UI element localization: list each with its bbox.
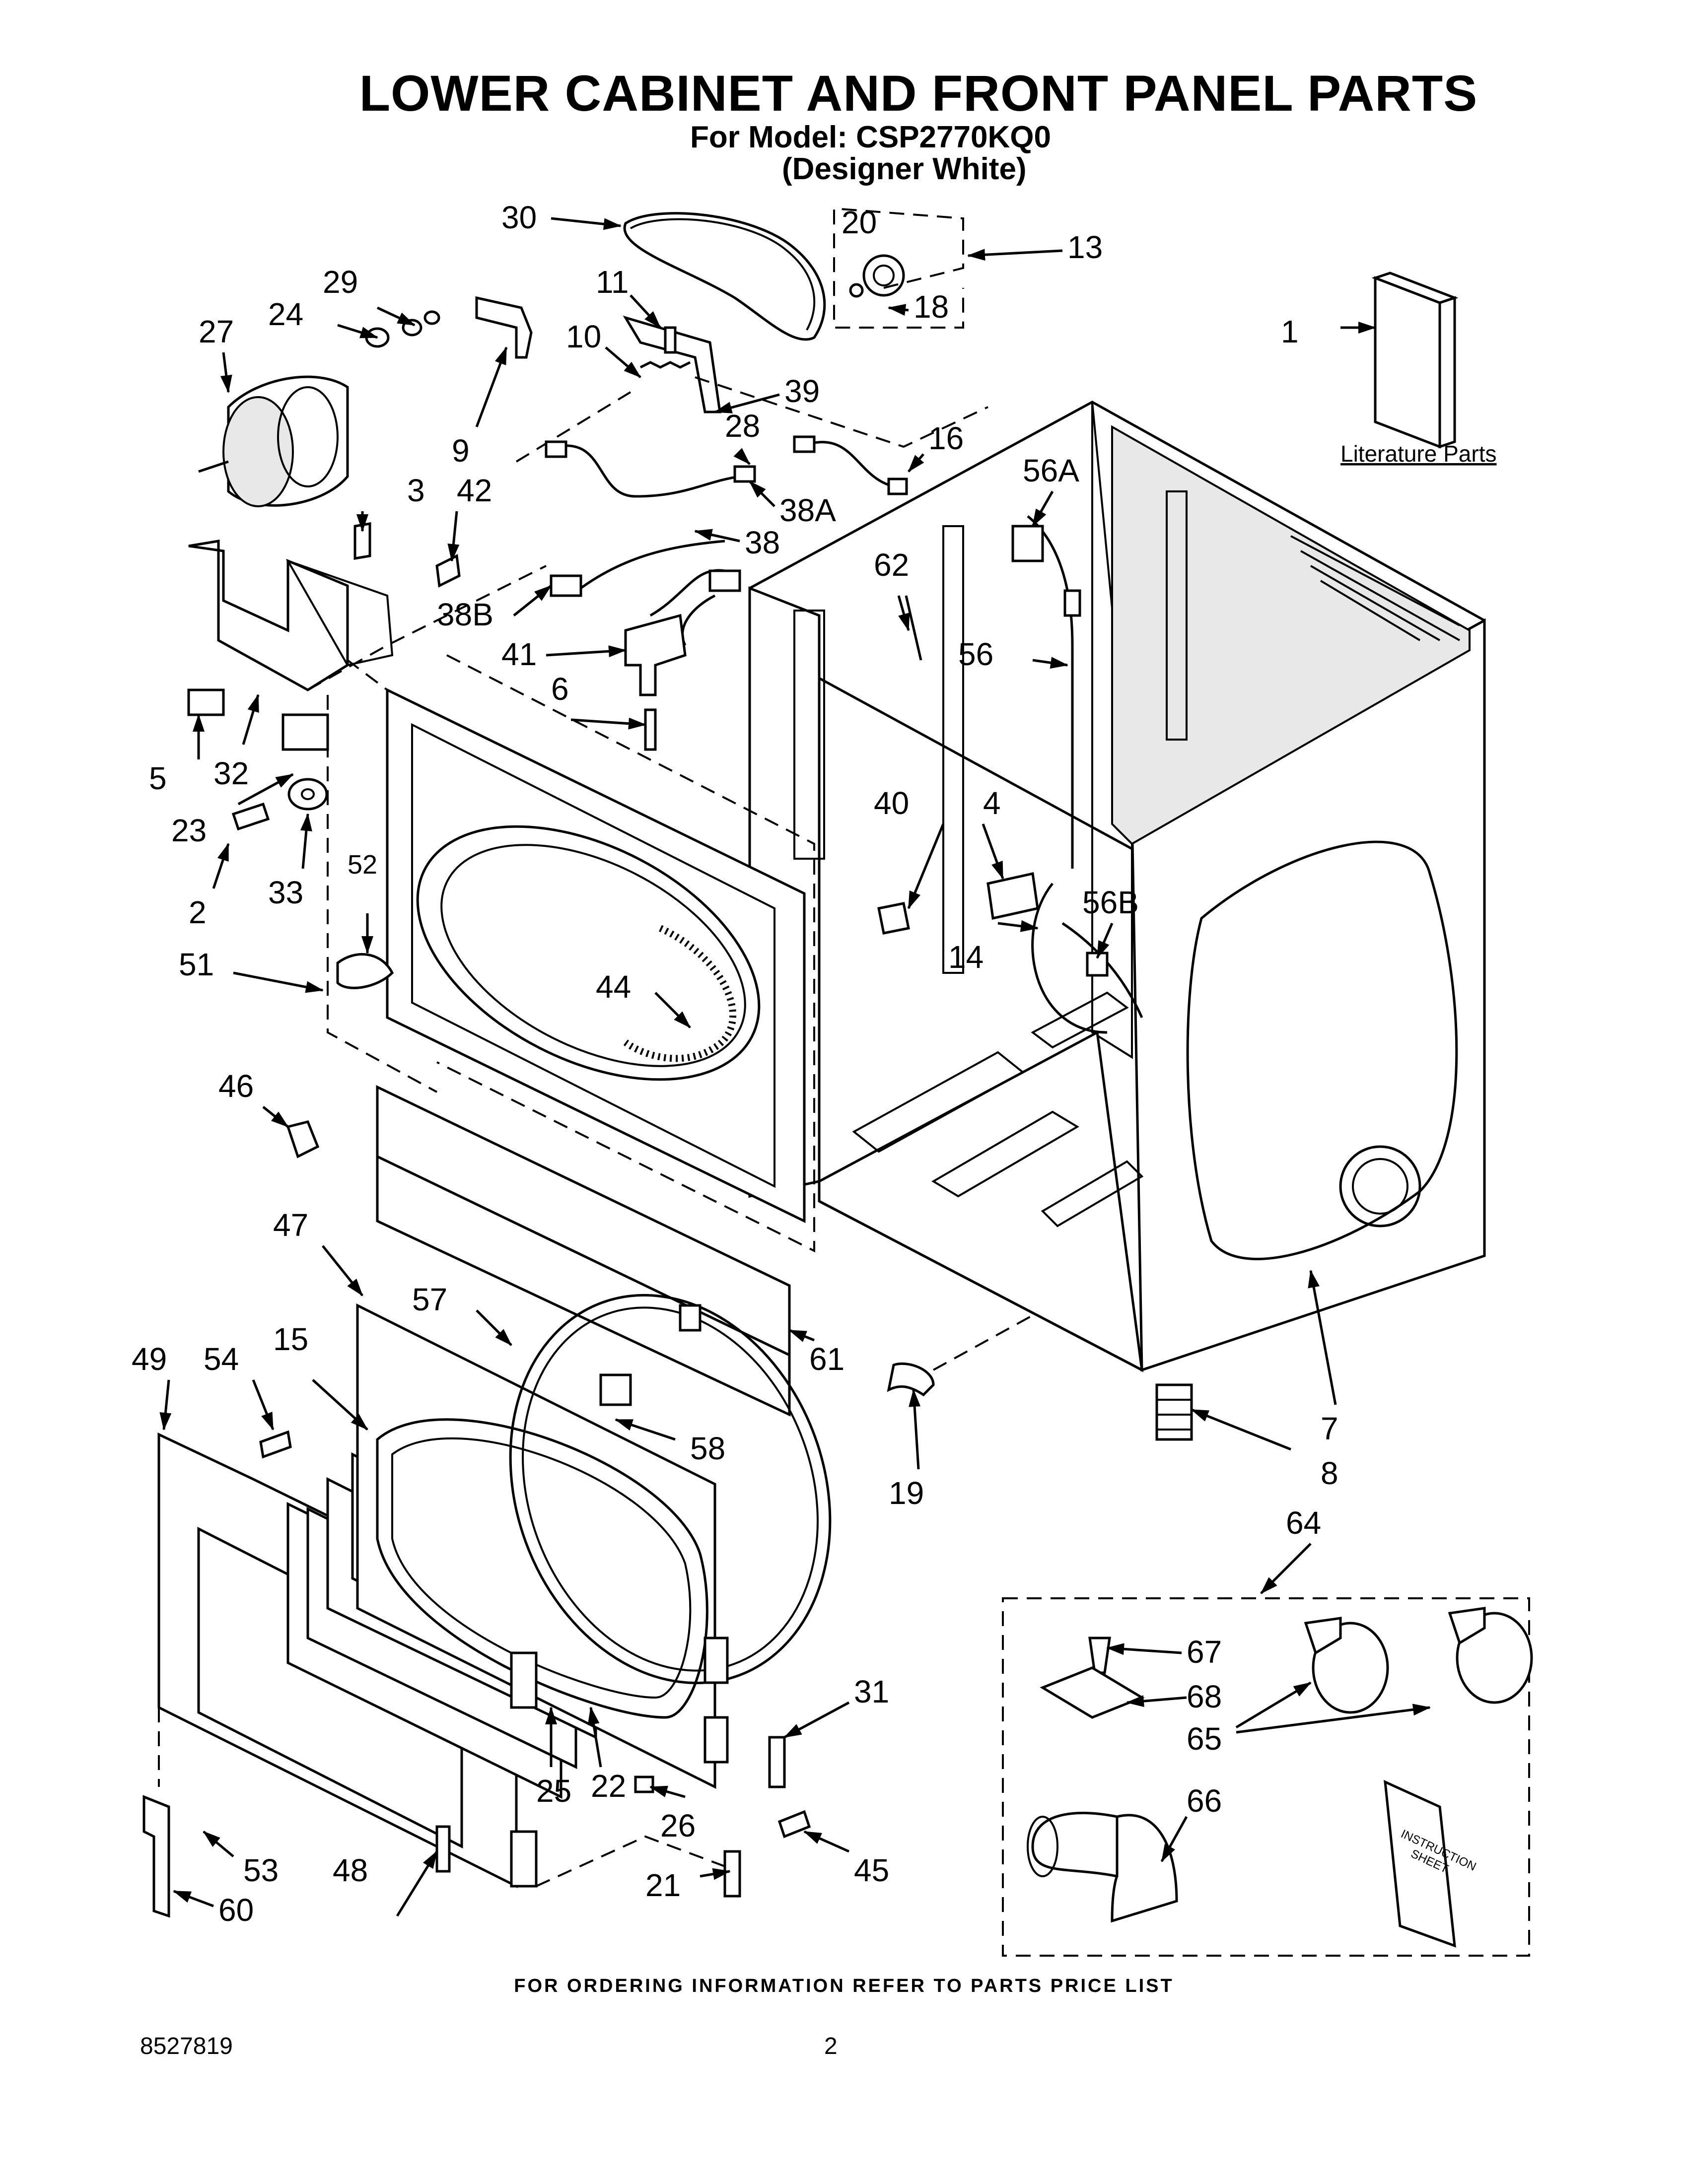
callout-57: 57 xyxy=(412,1282,447,1317)
callout-47: 47 xyxy=(273,1207,308,1243)
callout-56B: 56B xyxy=(1082,885,1139,920)
callout-52: 52 xyxy=(348,850,377,880)
model-info: For Model: CSP2770KQ0 (Designer White) xyxy=(690,122,1051,185)
front-panel xyxy=(327,644,815,1253)
callout-2: 2 xyxy=(189,894,207,930)
page-number: 2 xyxy=(824,2033,838,2059)
callout-67: 67 xyxy=(1187,1634,1222,1670)
callout-24: 24 xyxy=(268,296,303,332)
callout-27: 27 xyxy=(199,314,234,349)
callout-25: 25 xyxy=(536,1773,571,1809)
ordering-note: FOR ORDERING INFORMATION REFER TO PARTS … xyxy=(514,1976,1174,1996)
callout-22: 22 xyxy=(591,1768,626,1804)
callout-60: 60 xyxy=(218,1892,254,1928)
callout-11: 11 xyxy=(596,264,629,300)
callout-14: 14 xyxy=(948,939,984,975)
leader-lines xyxy=(159,217,1431,1917)
literature-label: Literature Parts xyxy=(1340,441,1496,467)
callout-13: 13 xyxy=(1067,229,1103,265)
toe-panel xyxy=(376,1085,791,1417)
page-title: LOWER CABINET AND FRONT PANEL PARTS xyxy=(359,65,1478,122)
callout-6: 6 xyxy=(551,671,569,707)
callout-56A: 56A xyxy=(1023,453,1079,488)
callout-42: 42 xyxy=(457,473,492,508)
callout-53: 53 xyxy=(243,1852,279,1888)
callout-1: 1 xyxy=(1281,314,1299,349)
callout-46: 46 xyxy=(218,1068,254,1104)
callout-66: 66 xyxy=(1187,1783,1222,1819)
callout-32: 32 xyxy=(213,755,249,791)
document-number: 8527819 xyxy=(140,2033,233,2059)
callout-5: 5 xyxy=(149,760,167,796)
door-assembly xyxy=(142,1294,832,1918)
model-color: (Designer White) xyxy=(782,152,1027,186)
callout-18: 18 xyxy=(914,289,949,325)
callout-29: 29 xyxy=(323,264,358,300)
callout-33: 33 xyxy=(268,875,303,910)
callout-45: 45 xyxy=(854,1852,889,1888)
callout-48: 48 xyxy=(333,1852,368,1888)
callout-labels: 30 11 10 39 20 18 13 1 29 24 27 9 28 16 … xyxy=(132,200,1338,1928)
callout-30: 30 xyxy=(501,200,537,235)
vent-kit: INSTRUCTION SHEET xyxy=(1002,1597,1533,1957)
callout-31: 31 xyxy=(854,1674,889,1709)
callout-58: 58 xyxy=(690,1431,725,1466)
callout-10: 10 xyxy=(566,319,601,354)
callout-49: 49 xyxy=(132,1341,167,1377)
callout-62: 62 xyxy=(874,547,909,583)
wiring-harness xyxy=(545,435,1143,1034)
callout-21: 21 xyxy=(645,1867,681,1903)
callout-28: 28 xyxy=(725,408,760,444)
callout-40: 40 xyxy=(874,785,909,821)
callout-26: 26 xyxy=(660,1808,696,1843)
callout-15: 15 xyxy=(273,1321,308,1357)
foot-and-clip xyxy=(887,1314,1193,1441)
callout-9: 9 xyxy=(452,433,470,469)
callout-38A: 38A xyxy=(779,492,836,528)
callout-68: 68 xyxy=(1187,1679,1222,1714)
callout-51: 51 xyxy=(179,947,214,982)
callout-23: 23 xyxy=(171,813,207,848)
callout-39: 39 xyxy=(784,373,820,409)
callout-3: 3 xyxy=(407,473,425,508)
callout-4: 4 xyxy=(983,785,1001,821)
callout-65: 65 xyxy=(1187,1721,1222,1757)
callout-61: 61 xyxy=(809,1341,844,1377)
callout-54: 54 xyxy=(204,1341,239,1377)
callout-44: 44 xyxy=(596,969,631,1005)
motor-assembly xyxy=(187,207,988,1159)
literature-book: Literature Parts xyxy=(1340,272,1496,467)
callout-38B: 38B xyxy=(437,597,493,632)
callout-16: 16 xyxy=(928,420,964,456)
callout-20: 20 xyxy=(842,205,877,240)
callout-19: 19 xyxy=(889,1475,924,1511)
callout-38: 38 xyxy=(745,525,780,560)
callout-56: 56 xyxy=(958,636,993,672)
callout-41: 41 xyxy=(501,636,537,672)
callout-64: 64 xyxy=(1286,1505,1321,1541)
model-number: For Model: CSP2770KQ0 xyxy=(690,120,1051,154)
callout-7: 7 xyxy=(1321,1411,1338,1446)
callout-8: 8 xyxy=(1321,1455,1338,1491)
